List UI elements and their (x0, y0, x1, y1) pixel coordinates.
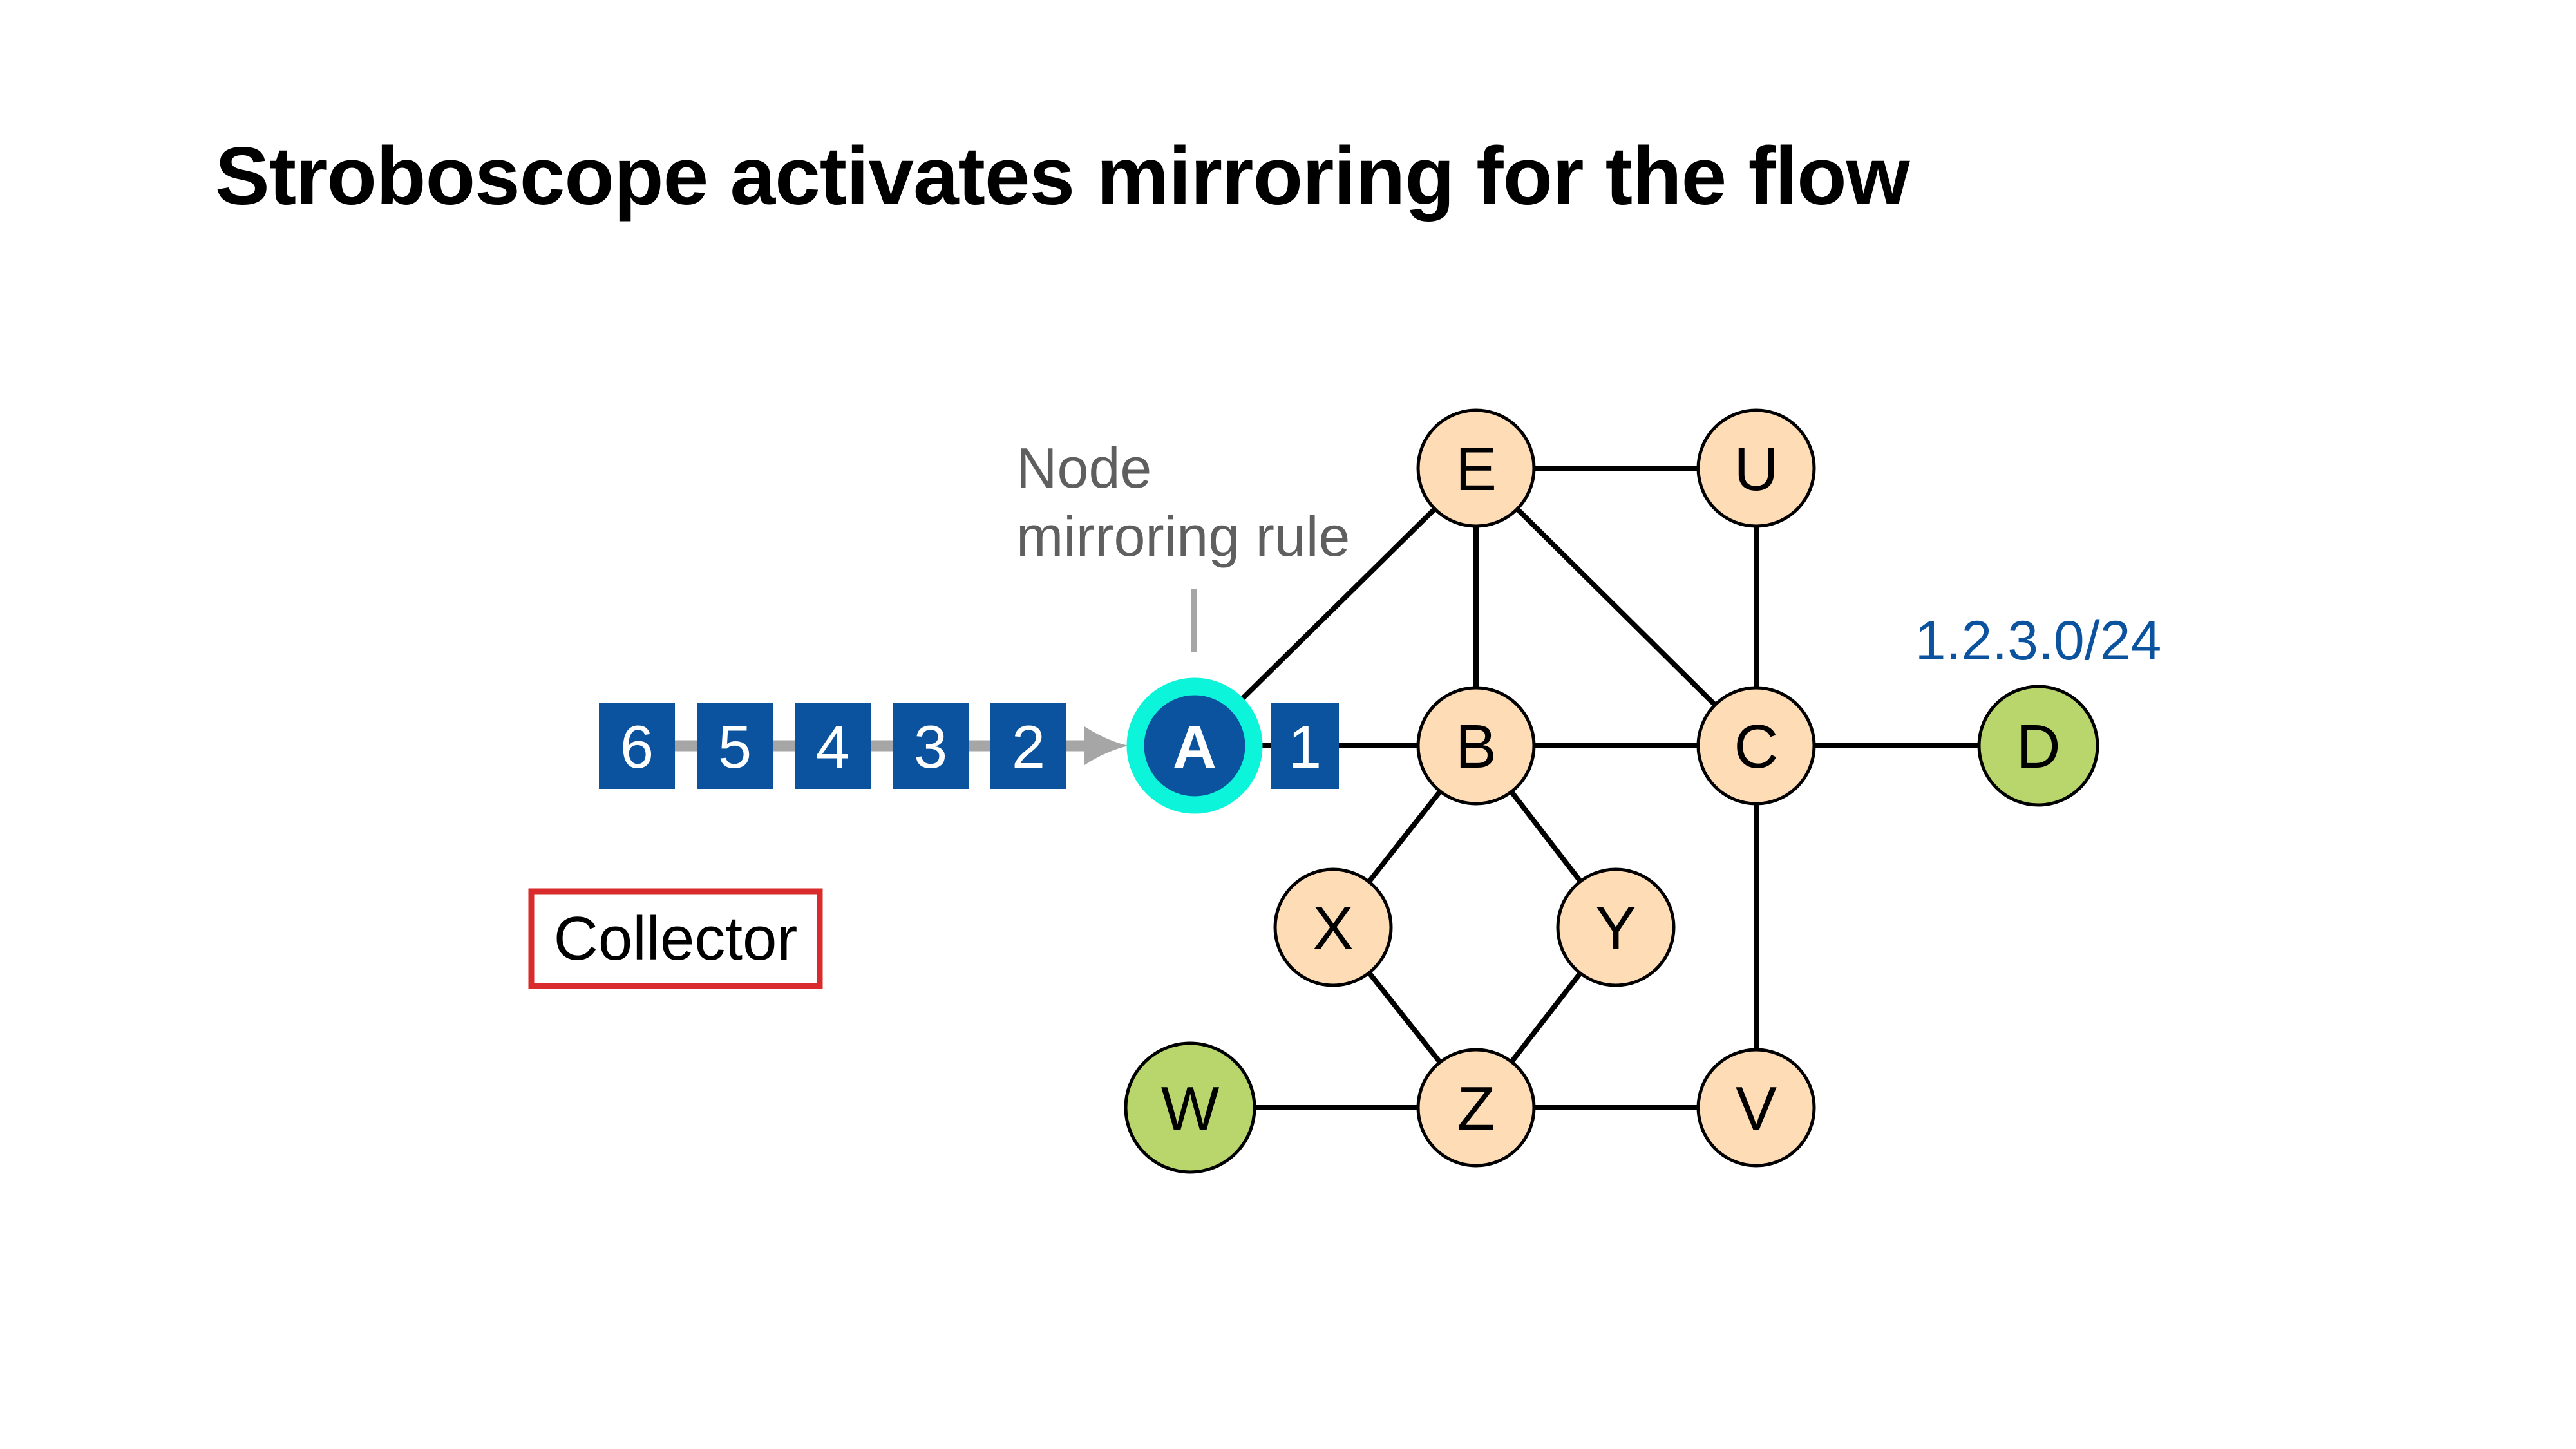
edge-E-C (1474, 466, 1758, 748)
packet-5-box (697, 703, 773, 789)
node-X-circle (1273, 867, 1393, 987)
slide-title: Stroboscope activates mirroring for the … (215, 130, 1910, 222)
collector[interactable]: Collector (528, 888, 823, 989)
node-E-label: E (1455, 435, 1497, 504)
node-Z-label: Z (1457, 1074, 1495, 1143)
packet: 5 (697, 703, 773, 789)
node-D-label: D (2016, 712, 2060, 781)
packet: 2 (990, 703, 1066, 789)
collector-box (528, 888, 823, 989)
packet-4-label: 4 (816, 713, 849, 781)
node-E[interactable]: E (1416, 408, 1536, 528)
node-E-circle (1416, 408, 1536, 528)
node-V-label: V (1736, 1074, 1777, 1143)
node-A-mirroring[interactable]: A (1126, 677, 1263, 814)
flow-arrow-head (1084, 726, 1128, 765)
node-D[interactable]: D (1977, 685, 2099, 807)
node-B[interactable]: B (1416, 686, 1536, 806)
node-C-label: C (1734, 712, 1778, 781)
node-W[interactable]: W (1124, 1041, 1256, 1174)
packet-forwarded: 1 (1271, 703, 1339, 789)
node-Y-circle (1556, 867, 1676, 987)
packet-2-box (990, 703, 1066, 789)
packet: 6 (599, 703, 675, 789)
packet-5-label: 5 (718, 713, 752, 781)
packet-6-label: 6 (620, 713, 654, 781)
packet-1-box (1271, 703, 1339, 789)
node-U[interactable]: U (1696, 408, 1816, 528)
node-U-label: U (1734, 435, 1778, 504)
node-A-label: A (1173, 713, 1217, 781)
node-B-circle (1416, 686, 1536, 806)
annotation-line-2: mirroring rule (1016, 504, 1350, 568)
nodes: E U B C D X Y W Z V (1124, 408, 2099, 1174)
mirroring-rule-annotation: Node mirroring rule (1016, 436, 1350, 652)
node-X[interactable]: X (1273, 867, 1393, 987)
node-U-circle (1696, 408, 1816, 528)
node-Z-circle (1416, 1048, 1536, 1168)
node-Y[interactable]: Y (1556, 867, 1676, 987)
node-V-circle (1696, 1048, 1816, 1168)
packet-3-label: 3 (914, 713, 947, 781)
packet-3-box (893, 703, 969, 789)
node-B-label: B (1455, 712, 1497, 781)
packet: 3 (893, 703, 969, 789)
packet-6-box (599, 703, 675, 789)
node-Y-label: Y (1595, 894, 1636, 963)
node-D-circle (1977, 685, 2099, 807)
collector-label: Collector (554, 904, 798, 973)
node-W-label: W (1161, 1074, 1220, 1143)
annotation-line-1: Node (1016, 436, 1151, 500)
mirror-ring (1126, 677, 1263, 814)
node-W-circle (1124, 1041, 1256, 1174)
node-C-circle (1696, 686, 1816, 806)
packet: 4 (795, 703, 871, 789)
node-C[interactable]: C (1696, 686, 1816, 806)
node-V[interactable]: V (1696, 1048, 1816, 1168)
node-X-label: X (1312, 894, 1354, 963)
packet-1-label: 1 (1288, 713, 1321, 781)
packet-4-box (795, 703, 871, 789)
node-Z[interactable]: Z (1416, 1048, 1536, 1168)
destination-prefix-label: 1.2.3.0/24 (1915, 610, 2162, 672)
packet-2-label: 2 (1012, 713, 1045, 781)
